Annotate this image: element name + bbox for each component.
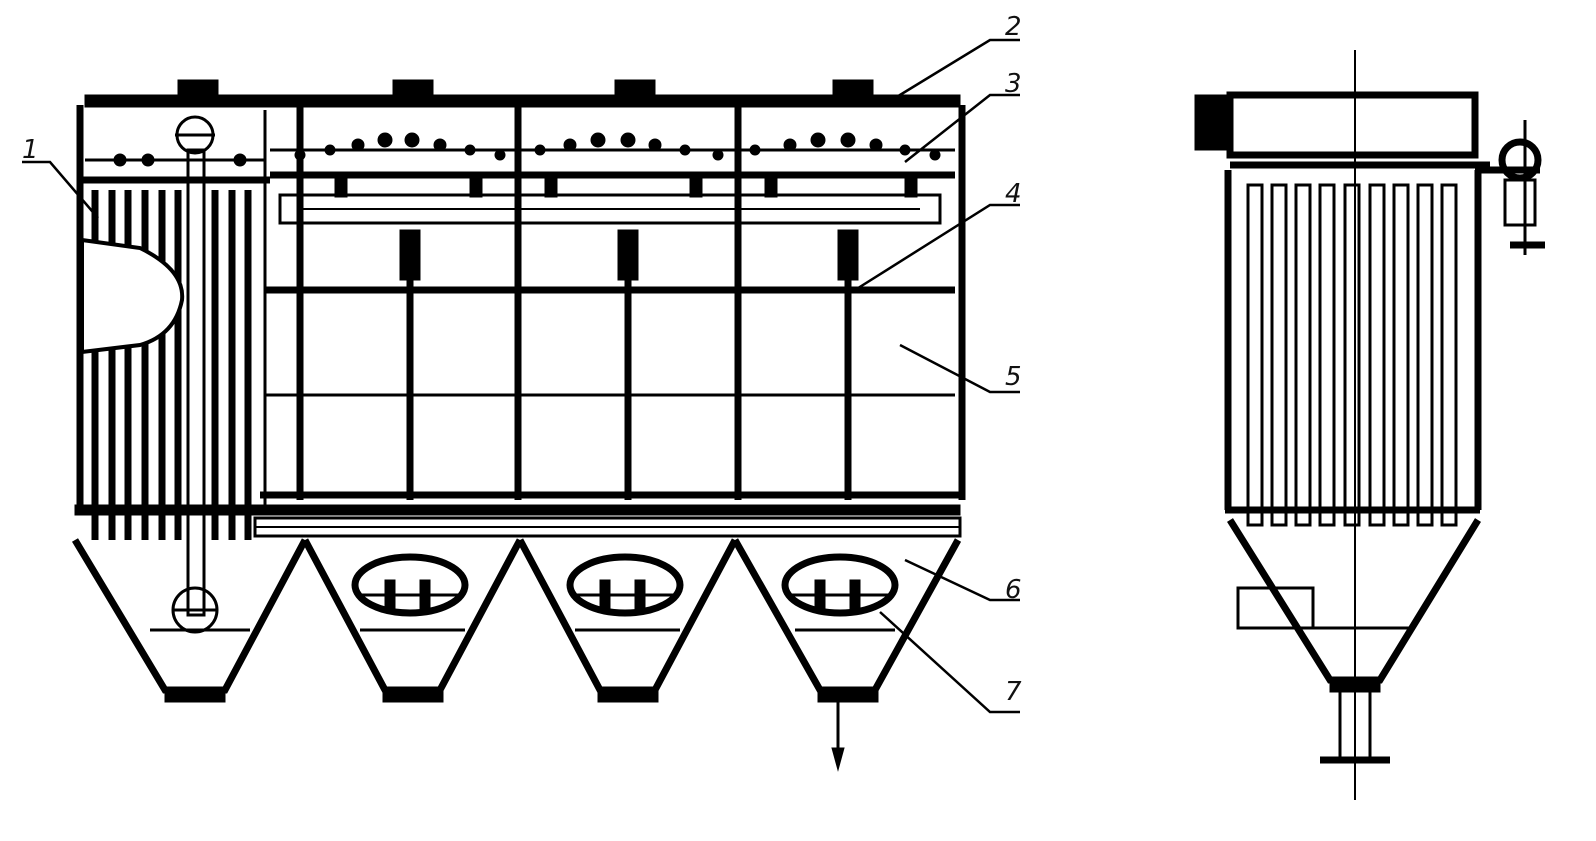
pulse-valve-icons (294, 132, 941, 161)
side-valve-icon (1498, 138, 1542, 182)
callout-label-1: 1 (22, 135, 39, 165)
callout-label-5: 5 (1005, 362, 1022, 392)
hoppers (71, 538, 962, 703)
side-hopper (1227, 518, 1481, 764)
callout-label-7: 7 (1005, 677, 1022, 707)
callout-label-6: 6 (1005, 575, 1022, 605)
callout-label-4: 4 (1005, 179, 1022, 209)
side-top-chamber (1194, 91, 1540, 174)
horizontal-girts (260, 286, 962, 499)
inlet-chamber (80, 115, 265, 617)
side-casing (1224, 170, 1482, 514)
front-view (22, 38, 1020, 772)
inlet-opening (80, 237, 185, 355)
top-cover (84, 94, 961, 108)
collector-beam (74, 504, 962, 538)
hopper-4-door-icon (781, 553, 899, 617)
valve-drops (334, 174, 918, 198)
side-view (1194, 50, 1545, 800)
hopper-2-door-icon (351, 553, 469, 617)
top-lifting-lugs (177, 79, 874, 97)
callout-labels: 1 2 3 4 5 6 7 (22, 12, 1022, 707)
blowpipe-header (270, 132, 955, 225)
inlet-bag-tubes (91, 190, 252, 540)
callout-label-2: 2 (1005, 12, 1022, 42)
inlet-pipe-vertical (186, 148, 206, 617)
inspection-doors (171, 553, 899, 634)
compartment-columns (296, 105, 852, 500)
discharge-arrow (831, 700, 845, 772)
side-bag-tubes (1246, 183, 1458, 527)
spring-assemblies (399, 229, 859, 281)
hopper-3-door-icon (566, 553, 684, 617)
leader-lines (22, 38, 1020, 714)
side-valve-assembly (1498, 120, 1545, 255)
callout-label-3: 3 (1005, 69, 1022, 99)
